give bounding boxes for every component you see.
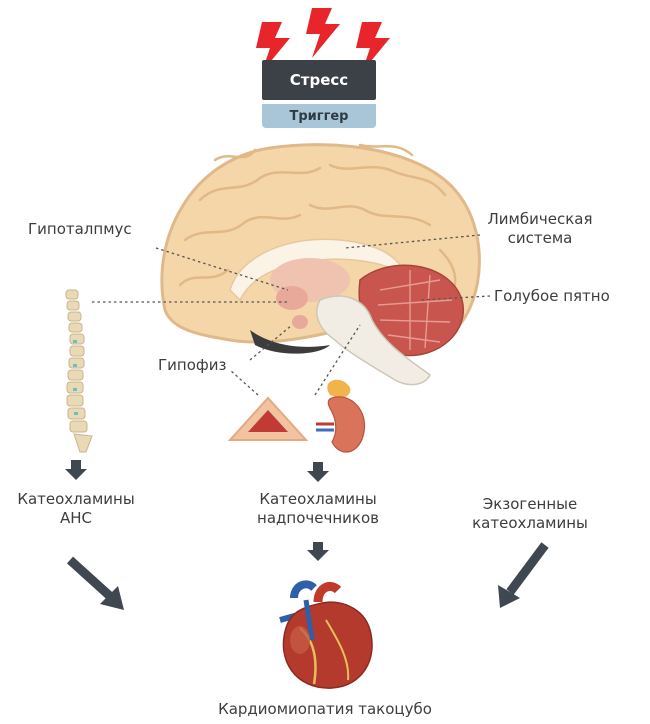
- takotsubo-cardiomyopathy-label: Кардиомиопатия такоцубо: [150, 700, 500, 719]
- stress-label: Стресс: [290, 71, 348, 89]
- pituitary-gland-illustration: [230, 398, 306, 440]
- exogenous-catecholamines-label: Экзогенные катеохламины: [460, 495, 600, 533]
- adrenal-kidney-illustration: [316, 380, 365, 452]
- pituitary-label: Гипофиз: [158, 356, 226, 375]
- trigger-label: Триггер: [290, 109, 349, 124]
- down-arrow-adrenal: [307, 462, 329, 482]
- cat-adr-line2: надпочечников: [236, 509, 400, 528]
- exo-line1: Экзогенные: [460, 495, 600, 514]
- stress-box: Стресс: [262, 60, 376, 100]
- hypothalamus-label: Гипоталпмус: [28, 220, 132, 239]
- catecholamines-adrenal-label: Катеохламины надпочечников: [236, 490, 400, 528]
- locus-coeruleus-label: Голубое пятно: [494, 287, 610, 306]
- catecholamines-ans-label: Катеохламины АНС: [0, 490, 152, 528]
- lightning-icon: [306, 8, 340, 58]
- exo-line2: катеохламины: [460, 514, 600, 533]
- down-arrow-to-heart: [307, 542, 329, 561]
- trigger-box: Триггер: [262, 104, 376, 128]
- spine-illustration: [66, 290, 92, 452]
- cat-ans-line2: АНС: [0, 509, 152, 528]
- limbic-system-label: Лимбическая система: [478, 210, 602, 248]
- heart-illustration: [280, 584, 372, 688]
- limbic-label-line2: система: [478, 229, 602, 248]
- diagonal-arrow-right: [498, 545, 545, 608]
- down-arrow-ans: [65, 460, 87, 480]
- cat-adr-line1: Катеохламины: [236, 490, 400, 509]
- cat-ans-line1: Катеохламины: [0, 490, 152, 509]
- diagonal-arrow-left: [70, 560, 124, 610]
- limbic-label-line1: Лимбическая: [478, 210, 602, 229]
